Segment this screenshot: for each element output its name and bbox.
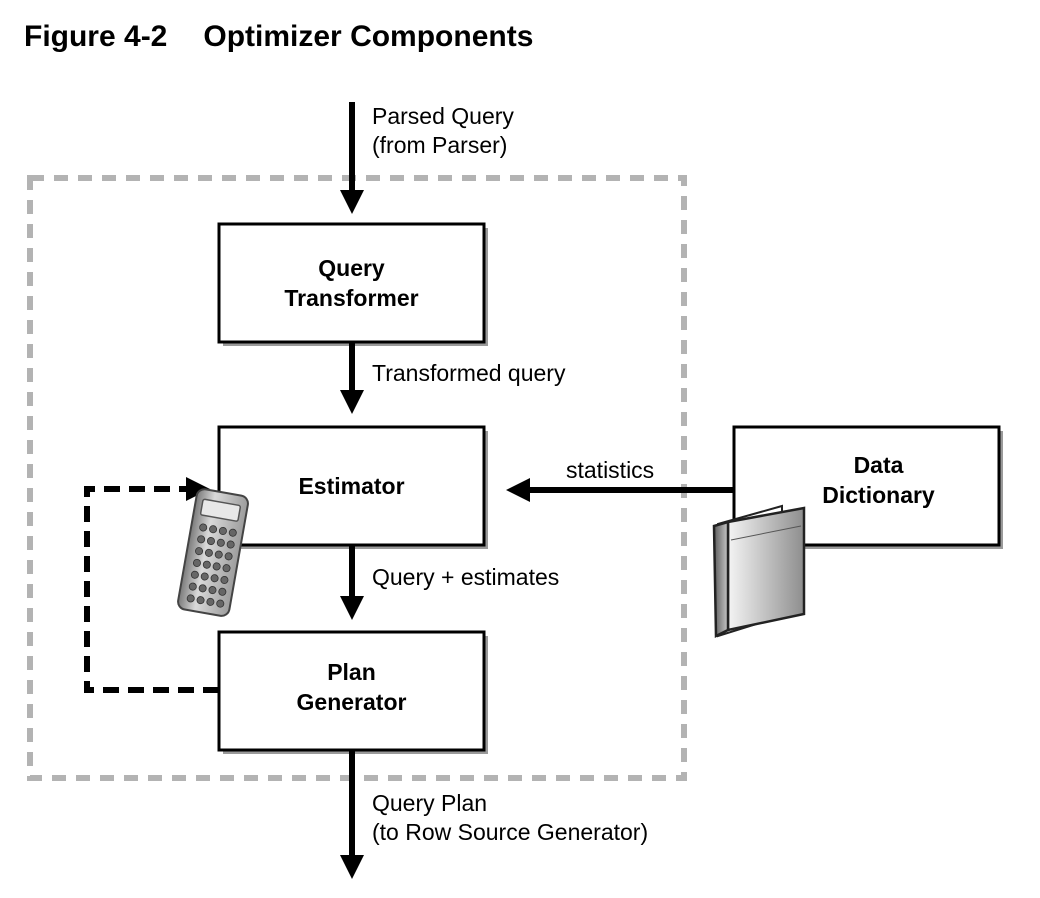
plan-generator-box	[217, 630, 486, 752]
plan-generator-line1: Plan	[327, 659, 376, 685]
feedback-loop-arrow	[84, 477, 219, 693]
parsed-query-line1: Parsed Query	[372, 103, 514, 129]
arrow-statistics	[506, 478, 734, 502]
arrow-query-plan	[340, 750, 364, 879]
query-plan-line2: (to Row Source Generator)	[372, 819, 649, 845]
transformed-query-label: Transformed query	[372, 359, 565, 388]
estimator-label: Estimator	[219, 471, 484, 501]
calculator-icon	[177, 488, 249, 617]
figure-title: Figure 4-2 Optimizer Components	[24, 20, 533, 54]
book-icon	[712, 504, 806, 639]
parsed-query-label: Parsed Query (from Parser)	[372, 102, 514, 160]
plan-generator-line2: Generator	[296, 689, 407, 715]
transformed-query-text: Transformed query	[372, 360, 566, 386]
parsed-query-line2: (from Parser)	[372, 132, 508, 158]
query-estimates-text: Query + estimates	[372, 564, 560, 590]
statistics-label: statistics	[566, 456, 654, 485]
query-transformer-line2: Transformer	[284, 285, 419, 311]
query-transformer-label: Query Transformer	[219, 253, 484, 313]
statistics-text: statistics	[566, 457, 655, 483]
estimator-text: Estimator	[298, 473, 405, 499]
arrow-transformed-query	[340, 342, 364, 414]
data-dictionary-line1: Data	[853, 452, 904, 478]
query-plan-line1: Query Plan	[372, 790, 488, 816]
plan-generator-label: Plan Generator	[219, 657, 484, 717]
arrow-parsed-query	[340, 102, 364, 214]
query-transformer-line1: Query	[318, 255, 385, 281]
query-estimates-label: Query + estimates	[372, 563, 559, 592]
query-plan-label: Query Plan (to Row Source Generator)	[372, 789, 648, 847]
optimizer-boundary	[27, 175, 687, 781]
figure-number: Figure 4-2	[24, 20, 168, 53]
estimator-box	[217, 425, 486, 547]
data-dictionary-line2: Dictionary	[822, 482, 935, 508]
data-dictionary-label: Data Dictionary	[746, 450, 1011, 510]
arrow-query-estimates	[340, 545, 364, 620]
figure-title-text: Optimizer Components	[203, 20, 534, 53]
